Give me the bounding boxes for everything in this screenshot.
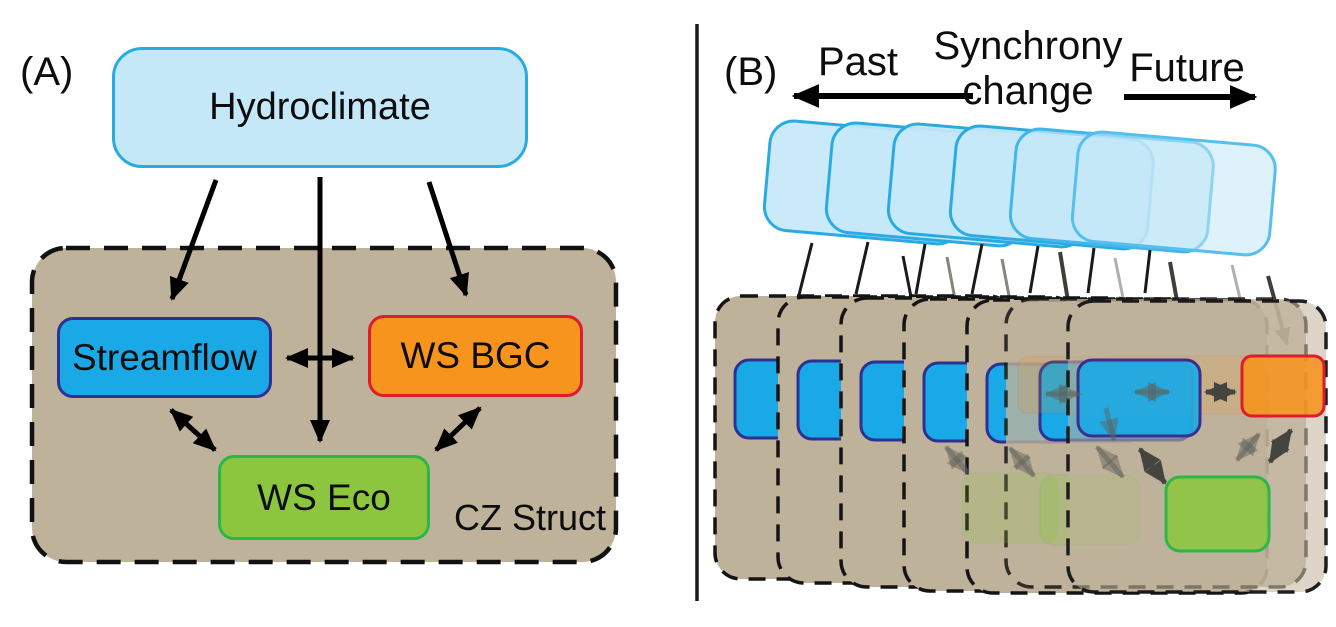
streamflow-box: Streamflow	[57, 317, 272, 398]
ws-bgc-label: WS BGC	[400, 335, 551, 376]
hydroclimate-timeline-panels	[762, 119, 1277, 257]
front-streamflow-box	[1076, 358, 1202, 438]
ws-eco-label: WS Eco	[257, 476, 391, 518]
panel-a-label: (A)	[20, 50, 74, 94]
cz-struct-label: CZ Struct	[453, 497, 606, 538]
past-label: Past	[817, 40, 899, 84]
front-coupling-arrows	[1138, 382, 1294, 485]
front-ws-bgc-box	[1240, 354, 1326, 418]
panel-b-label: (B)	[724, 50, 778, 94]
ghost-coupling-arrows	[944, 382, 1261, 479]
front-ws-eco-box	[1164, 475, 1271, 553]
synchrony-line2: change	[962, 68, 1094, 113]
ws-bgc-box: WS BGC	[368, 315, 583, 397]
synchrony-line1: Synchrony	[933, 24, 1123, 68]
ws-eco-box: WS Eco	[218, 455, 430, 540]
hydroclimate-label: Hydroclimate	[209, 86, 431, 128]
streamflow-label: Streamflow	[71, 336, 258, 378]
synchrony-change-label: Synchrony change	[922, 24, 1134, 114]
future-label: Future	[1129, 46, 1245, 90]
hydroclimate-box: Hydroclimate	[112, 47, 528, 168]
